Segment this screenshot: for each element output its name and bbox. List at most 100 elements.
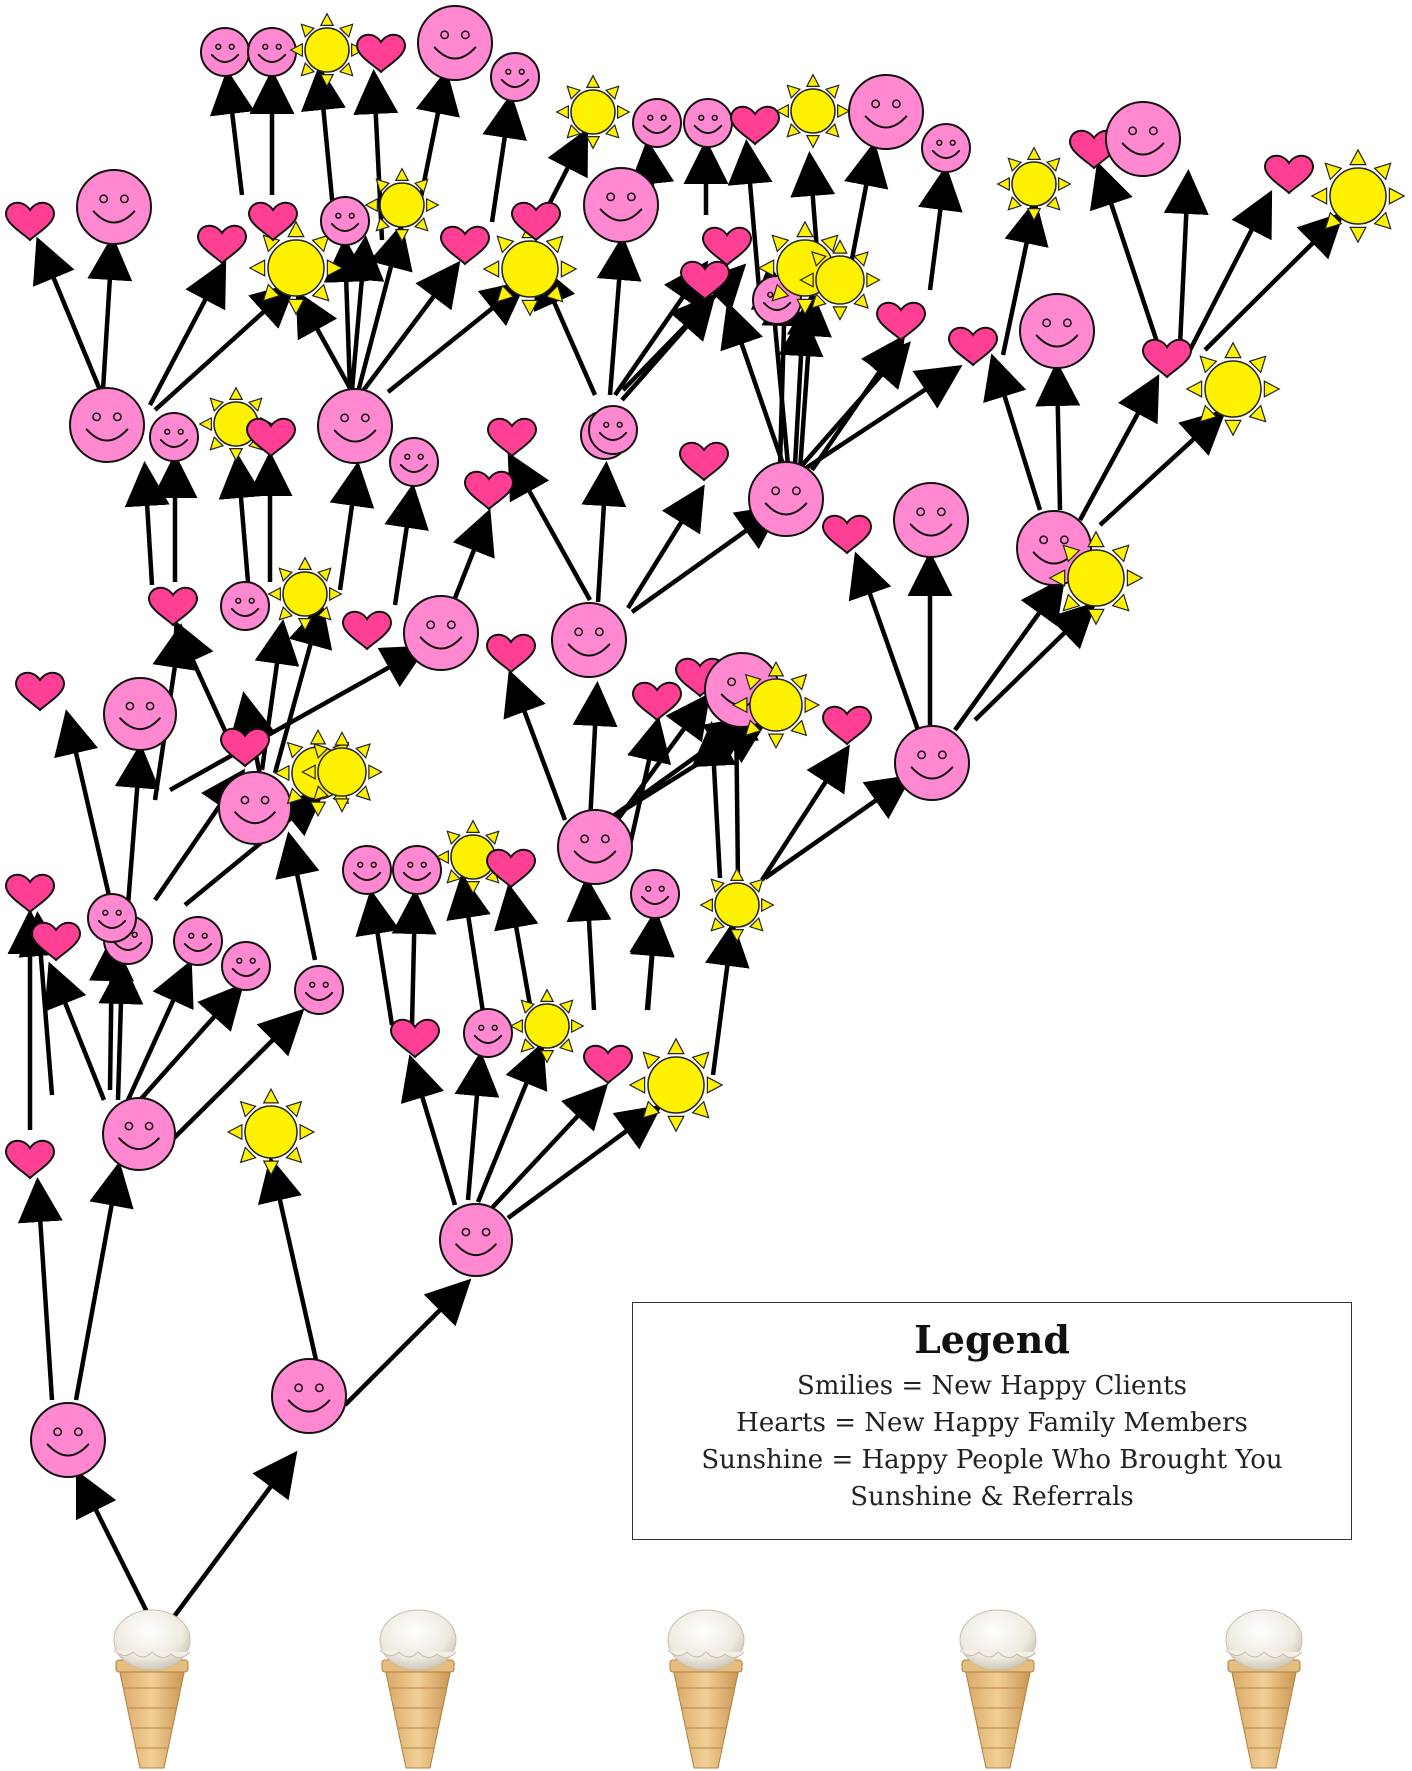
referral-arrow bbox=[238, 462, 248, 582]
sun-icon bbox=[1050, 532, 1142, 624]
heart-icon bbox=[247, 419, 295, 456]
referral-arrow bbox=[587, 885, 594, 1010]
heart-icon bbox=[16, 673, 64, 710]
referral-arrow bbox=[388, 286, 520, 392]
referral-arrow bbox=[994, 362, 1040, 510]
referral-arrow bbox=[713, 930, 732, 1075]
smiley-face-icon bbox=[1020, 294, 1094, 368]
referral-arrow bbox=[598, 470, 606, 602]
smiley-face-icon bbox=[70, 388, 144, 462]
heart-icon bbox=[6, 875, 54, 912]
referral-arrow bbox=[747, 148, 760, 300]
ice-cream-cone-icon bbox=[380, 1610, 456, 1768]
heart-icon bbox=[680, 443, 728, 480]
legend-box: Legend Smilies = New Happy Clients Heart… bbox=[632, 1302, 1352, 1540]
sun-icon bbox=[1312, 150, 1404, 242]
referral-arrow bbox=[345, 1285, 465, 1405]
smiley-face-icon bbox=[318, 389, 392, 463]
smiley-face-icon bbox=[418, 6, 492, 80]
heart-icon bbox=[633, 683, 681, 720]
referral-arrow bbox=[798, 348, 905, 470]
referral-arrow bbox=[38, 1186, 52, 1400]
sun-icon bbox=[511, 990, 584, 1063]
heart-icon bbox=[6, 1141, 54, 1178]
referral-arrow bbox=[40, 245, 100, 390]
legend-line-referrals: Sunshine & Referrals bbox=[633, 1479, 1351, 1516]
referral-arrow bbox=[103, 244, 112, 390]
referral-arrow bbox=[155, 288, 290, 410]
heart-icon bbox=[198, 226, 246, 263]
smiley-face-icon bbox=[221, 582, 269, 630]
smiley-face-icon bbox=[894, 483, 968, 557]
smiley-face-icon bbox=[393, 846, 441, 894]
referral-arrow bbox=[118, 968, 122, 1100]
heart-icon bbox=[512, 203, 560, 240]
referral-arrow bbox=[590, 690, 597, 822]
smiley-face-icon bbox=[295, 966, 343, 1014]
smiley-face-icon bbox=[104, 678, 176, 750]
legend-line-hearts: Hearts = New Happy Family Members bbox=[633, 1405, 1351, 1442]
legend-line-smilies: Smilies = New Happy Clients bbox=[633, 1368, 1351, 1405]
smiley-face-icon bbox=[88, 894, 136, 942]
sun-icon bbox=[998, 148, 1071, 221]
smiley-face-icon bbox=[219, 772, 291, 844]
sun-icon bbox=[302, 732, 381, 811]
heart-icon bbox=[441, 227, 489, 264]
referral-arrow bbox=[128, 752, 140, 905]
referral-arrow bbox=[468, 1060, 480, 1200]
heart-icon bbox=[681, 262, 729, 299]
node-group bbox=[6, 6, 1404, 1477]
referral-arrow bbox=[345, 246, 350, 390]
referral-arrow bbox=[412, 898, 415, 1025]
ice-cream-cone-row bbox=[114, 1610, 1302, 1768]
referral-arrow bbox=[395, 492, 412, 605]
ice-cream-cone-icon bbox=[114, 1610, 190, 1768]
referral-arrow bbox=[1080, 382, 1155, 520]
referral-arrow bbox=[512, 678, 565, 820]
referral-arrow bbox=[412, 1063, 455, 1205]
referral-arrow bbox=[930, 174, 945, 290]
referral-arrow bbox=[765, 780, 905, 878]
referral-arrow bbox=[80, 1478, 152, 1622]
sun-icon bbox=[228, 1089, 314, 1175]
referral-arrow bbox=[340, 470, 357, 590]
referral-arrow bbox=[762, 752, 845, 880]
ice-cream-cone-icon bbox=[668, 1610, 744, 1768]
referral-arrow bbox=[736, 705, 738, 880]
referral-arrow bbox=[418, 78, 445, 212]
heart-icon bbox=[823, 707, 871, 744]
smiley-face-icon bbox=[491, 53, 539, 101]
smiley-face-icon bbox=[222, 942, 270, 990]
sun-icon bbox=[630, 1039, 722, 1131]
referral-arrow bbox=[178, 628, 232, 746]
referral-arrow bbox=[300, 298, 350, 388]
referral-arrow bbox=[1057, 370, 1060, 510]
referral-arrow bbox=[605, 722, 744, 822]
smiley-face-icon bbox=[440, 1204, 512, 1276]
referral-arrow bbox=[955, 584, 1060, 730]
referral-arrow bbox=[463, 882, 485, 1025]
referral-arrow bbox=[76, 1170, 118, 1400]
legend-line-sunshine: Sunshine = Happy People Who Brought You bbox=[633, 1442, 1351, 1479]
referral-arrow bbox=[623, 270, 740, 390]
referral-arrow bbox=[170, 1458, 292, 1622]
smiley-face-icon bbox=[174, 917, 222, 965]
referral-arrow bbox=[512, 460, 590, 600]
smiley-face-icon bbox=[272, 1359, 346, 1433]
sun-icon bbox=[291, 14, 364, 87]
heart-icon bbox=[357, 35, 405, 72]
referral-arrow bbox=[610, 244, 622, 395]
referral-arrow bbox=[1100, 415, 1220, 525]
referral-arrow bbox=[145, 470, 152, 585]
referral-arrow bbox=[68, 718, 110, 900]
smiley-face-icon bbox=[321, 197, 369, 245]
referral-arrow bbox=[290, 840, 315, 960]
heart-icon bbox=[6, 203, 54, 240]
referral-arrow bbox=[1180, 178, 1188, 345]
smiley-face-icon bbox=[464, 1009, 512, 1057]
smiley-face-icon bbox=[31, 1403, 105, 1477]
smiley-face-icon bbox=[633, 99, 681, 147]
referral-arrow bbox=[374, 78, 382, 240]
heart-icon bbox=[877, 303, 925, 340]
smiley-face-icon bbox=[103, 1098, 175, 1170]
